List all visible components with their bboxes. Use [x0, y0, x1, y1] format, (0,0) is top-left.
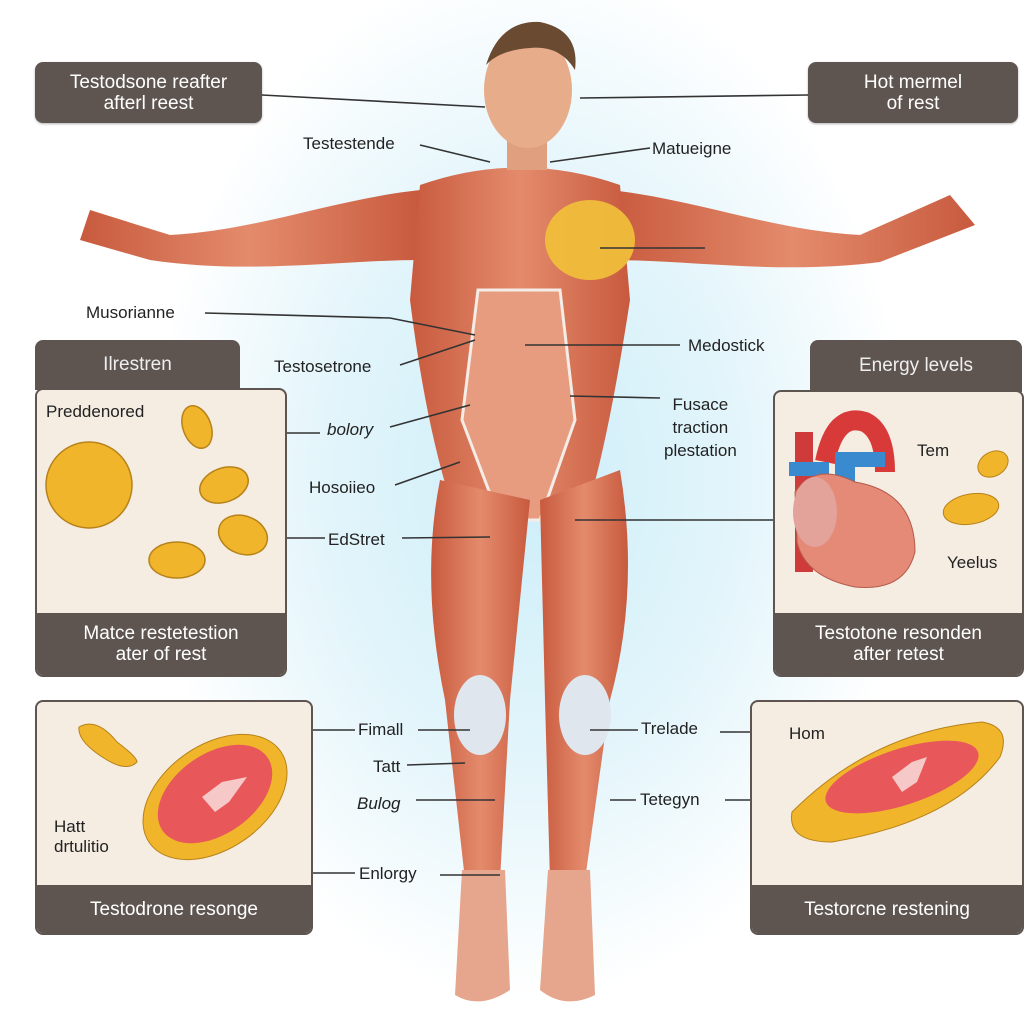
head — [484, 32, 572, 148]
label-enlorgy: Enlorgy — [359, 864, 417, 883]
label-tatt: Tatt — [373, 757, 401, 776]
label-medostick: Medostick — [688, 336, 765, 355]
callout-top-right: Hot mermel of rest — [808, 62, 1018, 123]
label-musorianne: Musorianne — [86, 303, 175, 322]
label-tetegyn: Tetegyn — [640, 790, 700, 809]
footer-text: after retest — [853, 644, 944, 665]
panel-footer: Testodrone resonge — [37, 885, 311, 933]
label-line: drtulitio — [54, 837, 109, 856]
right-arm — [610, 190, 975, 268]
footer-text: Matce restetestion — [83, 623, 239, 644]
left-foot — [455, 870, 510, 1002]
left-arm — [80, 190, 420, 267]
callout-text: of rest — [886, 92, 940, 114]
callout-text: Testodsone reafter — [69, 71, 228, 93]
panel-label-tem: Tem — [917, 441, 949, 460]
panel-label: Preddenored — [46, 402, 145, 421]
right-leg — [540, 470, 628, 880]
label-line: plestation — [664, 441, 737, 460]
tissue-slice-illustration — [78, 723, 288, 861]
panel-right-top: Tem Yeelus Testotone resonden after rete… — [773, 390, 1024, 677]
label-fimall: Fimall — [358, 720, 404, 739]
panel-footer: Testotone resonden after retest — [775, 613, 1022, 675]
label-bulog: Bulog — [357, 794, 401, 813]
panel-right-bottom: Hom Testorcne restening — [750, 700, 1024, 935]
callout-text: afterl reest — [103, 92, 194, 114]
label-hosoiieo: Hosoiieo — [309, 478, 376, 497]
right-foot — [540, 870, 595, 1002]
label-line: Hatt — [54, 817, 86, 836]
label-bolory: bolory — [327, 420, 374, 439]
panel-label: Hom — [789, 724, 825, 743]
tissue-slice-illustration — [791, 721, 1004, 843]
label-fusace: Fusace traction plestation — [664, 393, 737, 462]
callout-text: Hot mermel — [863, 71, 963, 93]
panel-label: Hatt drtulitio — [54, 817, 109, 857]
label-line: traction — [672, 418, 729, 437]
panel-header-ilrestren: Ilrestren — [35, 340, 240, 390]
label-line: Fusace — [672, 395, 729, 414]
panel-left-top: Preddenored Matce restetestion ater of r… — [35, 388, 287, 677]
label-matueigne: Matueigne — [652, 139, 732, 158]
chest-highlight — [545, 200, 635, 280]
panel-left-bottom: Hatt drtulitio Testodrone resonge — [35, 700, 313, 935]
label-edstret: EdStret — [328, 530, 385, 549]
leader-lines — [204, 94, 809, 876]
callout-top-left: Testodsone reafter afterl reest — [35, 62, 262, 123]
yellow-cells-illustration — [45, 405, 269, 579]
panel-label-yeelus: Yeelus — [947, 553, 997, 572]
footer-text: ater of rest — [115, 644, 207, 665]
panel-footer: Matce restetestion ater of rest — [37, 613, 285, 675]
label-trelade: Trelade — [641, 719, 699, 738]
panel-footer: Testorcne restening — [752, 885, 1022, 933]
panel-header-energy-levels: Energy levels — [810, 340, 1022, 392]
label-testestende: Testestende — [303, 134, 395, 153]
label-testosetrone: Testosetrone — [274, 357, 372, 376]
heart-illustration: Tem Yeelus — [789, 410, 1009, 589]
footer-text: Testotone resonden — [815, 623, 982, 644]
